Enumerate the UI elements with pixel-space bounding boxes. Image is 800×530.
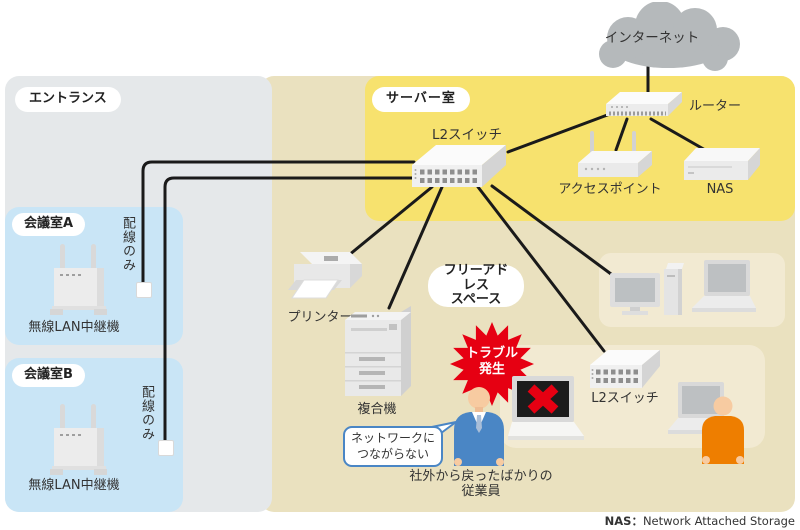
l2-switch-floor-label: L2スイッチ bbox=[591, 391, 659, 406]
employee-caption-line2: 従業員 bbox=[461, 483, 501, 499]
laptop-1-icon bbox=[692, 260, 756, 312]
desktop-pc-icon bbox=[610, 263, 684, 315]
worker-orange bbox=[702, 396, 744, 464]
wireless-repeater-b-label: 無線LAN中継機 bbox=[28, 478, 120, 493]
router-icon bbox=[606, 92, 682, 116]
l2-switch-main-icon bbox=[412, 145, 506, 187]
meeting-room-a-label-pill: 会議室A bbox=[12, 213, 86, 236]
entrance-label-pill: エントランス bbox=[15, 87, 121, 112]
employee-caption-line1: 社外から戻ったばかりの bbox=[409, 469, 553, 484]
speech-line1: ネットワークに bbox=[350, 431, 435, 445]
free-address-line2: スペース bbox=[450, 292, 502, 308]
footnote-definition: Network Attached Storage bbox=[642, 514, 795, 528]
free-address-label-pill: フリーアドレス スペース bbox=[428, 262, 524, 308]
wall-jack-b bbox=[158, 440, 174, 456]
cable-router-nas bbox=[649, 117, 709, 153]
wall-jack-a bbox=[136, 282, 152, 298]
footnote-term: NAS bbox=[604, 514, 632, 528]
printer-icon bbox=[288, 252, 362, 299]
laptop-error-icon bbox=[508, 376, 584, 440]
wireless-repeater-a-icon bbox=[50, 244, 107, 315]
employee-caption: 社外から戻ったばかりの 従業員 bbox=[381, 469, 581, 500]
printer-label: プリンター bbox=[287, 310, 353, 325]
employee-blue bbox=[454, 387, 504, 466]
speech-bubble: ネットワークに つながらない bbox=[343, 426, 443, 468]
trouble-text: トラブル 発生 bbox=[448, 346, 536, 377]
cable-router-l2switch bbox=[506, 112, 612, 154]
cable-l2switch-jack-a bbox=[141, 160, 416, 286]
speech-line2: つながらない bbox=[356, 446, 429, 461]
wiring-only-a-label: 配線のみ bbox=[120, 216, 135, 272]
footnote: NAS：Network Attached Storage bbox=[605, 513, 795, 529]
wireless-repeater-a-label: 無線LAN中継機 bbox=[28, 320, 120, 335]
cable-l2switch-desktop bbox=[490, 184, 613, 276]
l2-switch-main-label: L2スイッチ bbox=[431, 127, 503, 143]
mfp-label: 複合機 bbox=[357, 402, 397, 417]
l2-switch-floor-icon bbox=[590, 350, 660, 388]
router-label: ルーター bbox=[689, 99, 742, 114]
cable-l2switch-l2switch2 bbox=[476, 185, 606, 353]
cable-l2switch-printer bbox=[347, 185, 434, 257]
cable-l2switch-jack-b bbox=[163, 176, 416, 444]
nas-label: NAS bbox=[706, 182, 734, 197]
cable-router-accesspoint bbox=[614, 117, 629, 152]
access-point-label: アクセスポイント bbox=[558, 182, 662, 197]
footnote-separator: ： bbox=[631, 514, 643, 528]
free-address-line1: フリーアドレス bbox=[443, 262, 509, 293]
server-room-label-pill: サーバー室 bbox=[372, 87, 470, 112]
cable-l2switch-mfp bbox=[387, 185, 444, 310]
mfp-icon bbox=[345, 306, 411, 396]
internet-cloud-icon bbox=[599, 2, 740, 71]
nas-icon bbox=[684, 148, 760, 180]
wiring-only-b-label: 配線のみ bbox=[139, 385, 154, 441]
internet-label: インターネット bbox=[604, 30, 700, 46]
access-point-icon bbox=[578, 131, 652, 177]
trouble-line2: 発生 bbox=[478, 361, 505, 377]
wireless-repeater-b-icon bbox=[50, 404, 107, 475]
trouble-line1: トラブル bbox=[465, 346, 518, 361]
meeting-room-b-label-pill: 会議室B bbox=[12, 364, 85, 387]
